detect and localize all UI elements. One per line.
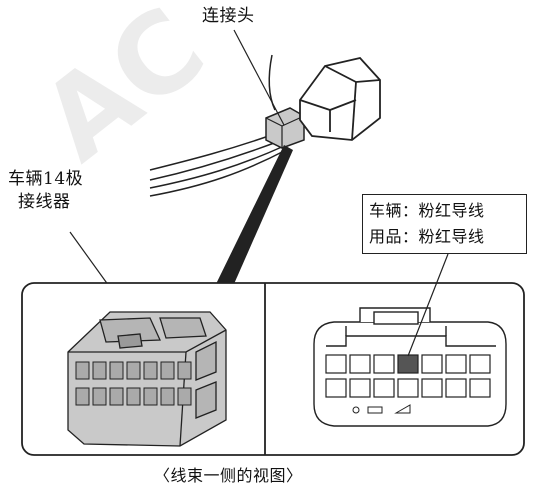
connector-label: 连接头 (202, 6, 255, 26)
front-view-pins-row1 (325, 354, 491, 374)
vehicle-connector-body (299, 57, 381, 141)
wire-harness (149, 54, 287, 197)
connector-head (265, 107, 305, 149)
front-view-markings (352, 404, 411, 414)
vehicle-connector-label: 车辆14极 接线器 (8, 168, 83, 214)
wire-color-callout: 车辆：粉红导线 用品：粉红导线 (362, 194, 527, 254)
view-wedge (216, 145, 293, 284)
connector-3d-pins (75, 361, 192, 406)
connector-front-view (313, 307, 507, 427)
vehicle-connector-label-line2: 接线器 (18, 192, 71, 212)
front-view-pins-row2 (325, 378, 491, 398)
callout-accessory-wire: 用品：粉红导线 (369, 227, 485, 246)
connector-leader (233, 29, 285, 126)
callout-leader (407, 253, 449, 357)
diagram-caption: 〈线束一侧的视图〉 (154, 466, 303, 485)
callout-vehicle-wire: 车辆：粉红导线 (369, 201, 485, 220)
vehicle-connector-label-line1: 车辆14极 (8, 169, 84, 189)
